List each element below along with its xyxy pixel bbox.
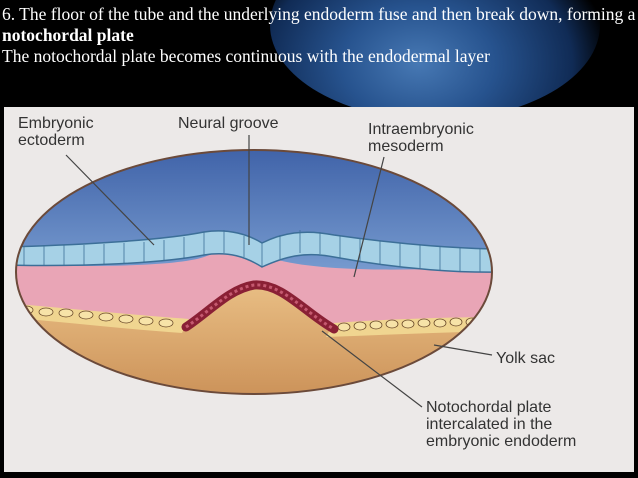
- embryo-diagram-panel: Embryonic ectoderm Neural groove Intraem…: [4, 107, 634, 472]
- notochordal-plate-emphasis: notochordal plate: [2, 25, 134, 45]
- ectoderm-cell-borders: [23, 230, 481, 272]
- embryo-cross-section-diagram: [15, 135, 493, 408]
- label-neural-groove: Neural groove: [178, 115, 279, 132]
- slide-caption: 6. The floor of the tube and the underly…: [2, 4, 636, 67]
- label-yolk-sac: Yolk sac: [496, 350, 555, 367]
- mesoderm-layer: [16, 250, 492, 327]
- label-notochordal-plate: Notochordal plate intercalated in the em…: [426, 399, 577, 450]
- embryo-outline: [15, 149, 493, 395]
- leader-lines: [65, 135, 493, 408]
- caption-line-1: 6. The floor of the tube and the underly…: [2, 4, 636, 45]
- label-intraembryonic-mesoderm: Intraembryonic mesoderm: [368, 121, 474, 155]
- caption-line-2: The notochordal plate becomes continuous…: [2, 46, 490, 66]
- label-embryonic-ectoderm: Embryonic ectoderm: [18, 115, 94, 149]
